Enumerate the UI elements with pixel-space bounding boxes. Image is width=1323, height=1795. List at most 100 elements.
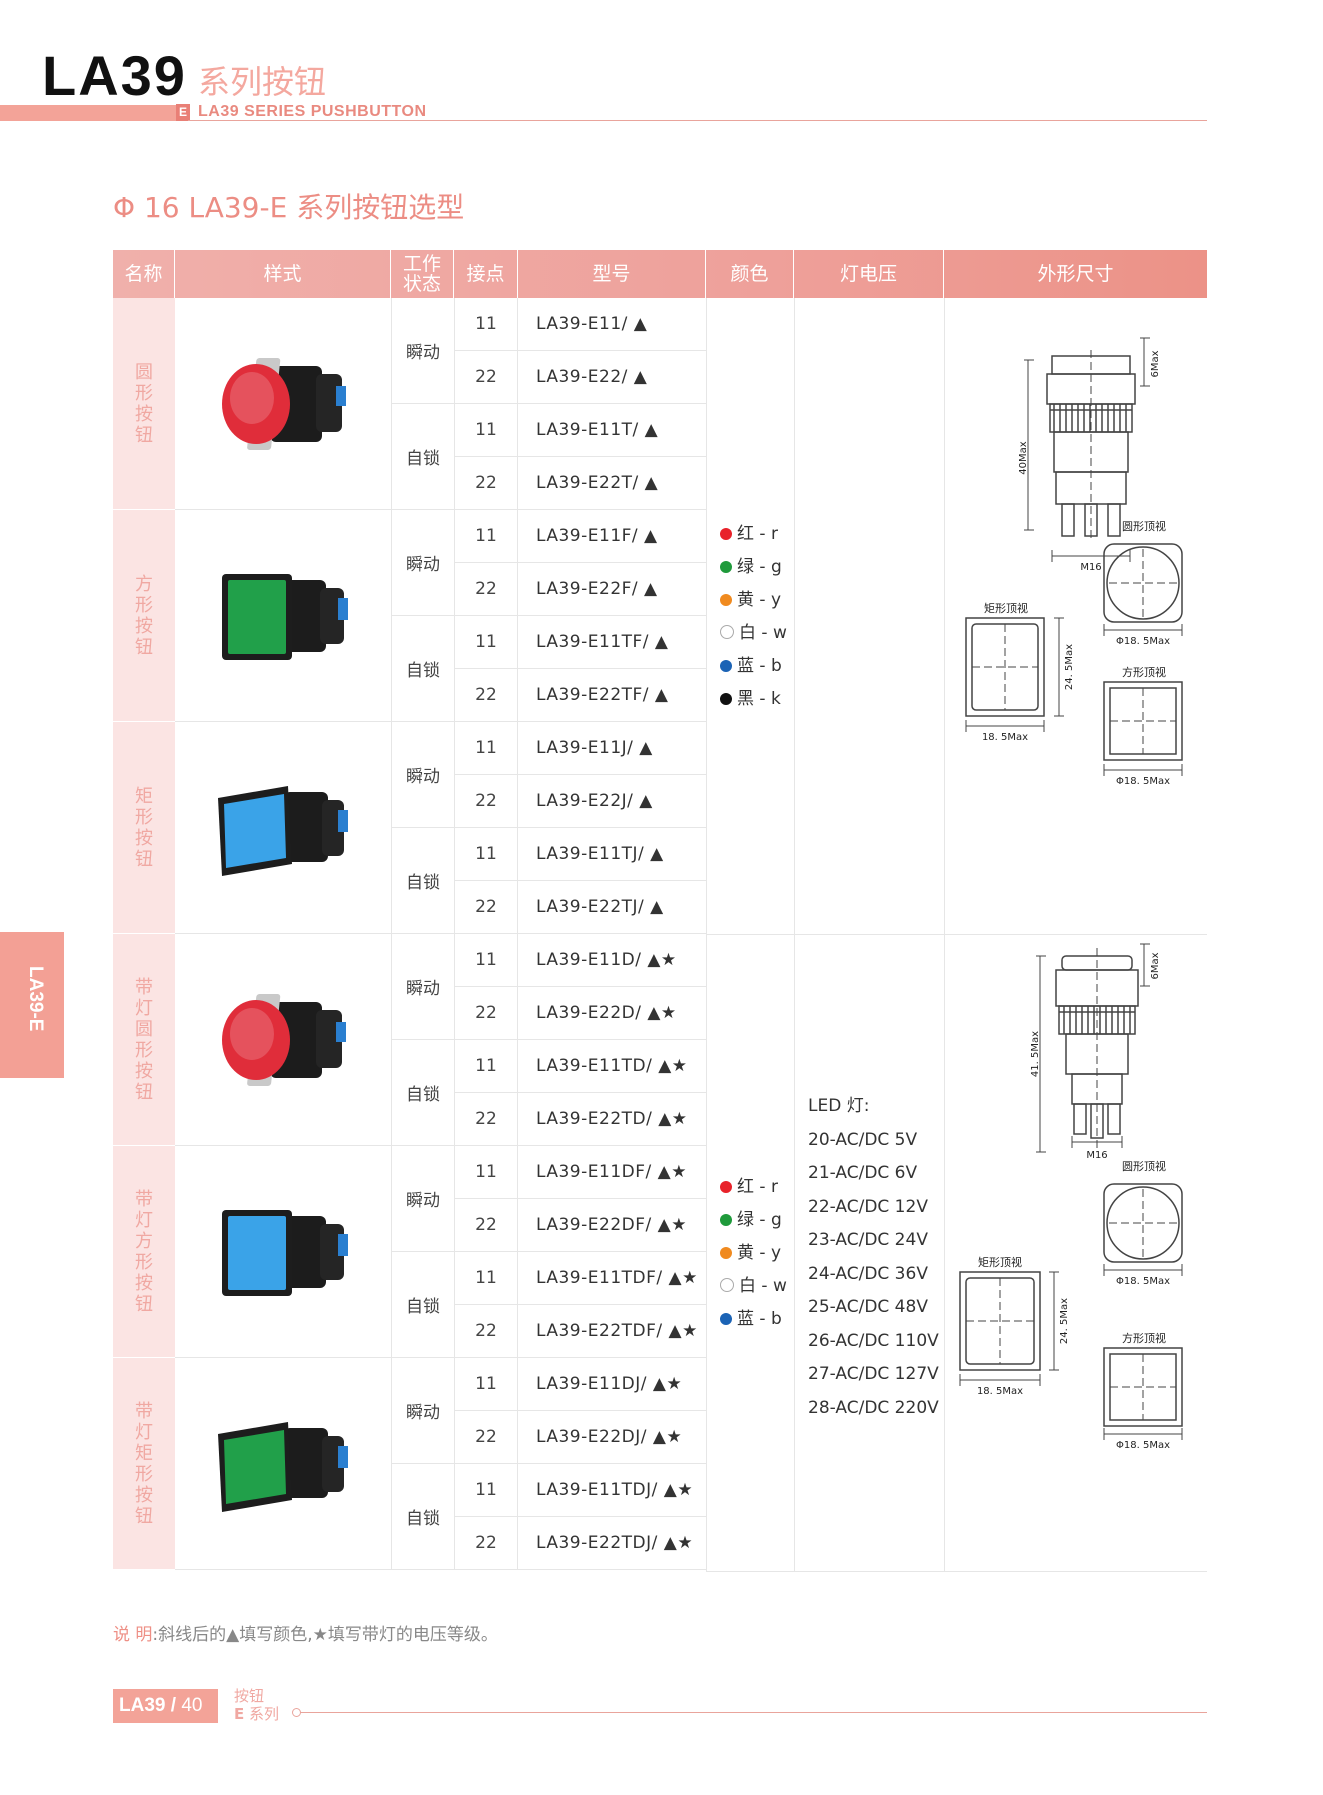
table-header: 名称 样式 工作 状态 接点 型号 颜色 灯电压 外形尺寸 [113,250,1207,298]
th-model: 型号 [518,250,706,298]
dim-rect-h: 24. 5Max [1064,644,1075,690]
voltage-option: 28-AC/DC 220V [808,1397,939,1418]
th-points: 接点 [454,250,518,298]
dim-thread: M16 [1086,1150,1107,1161]
contact-points: 22 [454,1517,518,1569]
contact-points: 11 [454,934,518,986]
footer-page-number: 40 [181,1695,203,1716]
table-row: 11 LA39-E11TDJ/ ▲★ [454,1464,706,1517]
color-dot-icon [720,1181,732,1193]
work-state: 自锁 [391,1252,454,1358]
dim-rect-h: 24. 5Max [1059,1298,1070,1344]
work-state: 瞬动 [391,1358,454,1464]
voltage-option: 22-AC/DC 12V [808,1196,928,1217]
footer-line [300,1712,1207,1713]
brand-subtitle-cn: 系列按钮 [198,63,327,101]
row-divider [706,934,1207,935]
work-state: 自锁 [391,828,454,934]
color-dot-icon [720,660,732,672]
dimension-drawing-lamp: 41. 5Max 6Max M16 圆形顶视 Φ18. 5Max 矩形顶视 24… [959,943,1183,1451]
group-name: 带灯矩形按钮 [113,1358,175,1570]
model-number: LA39-E22TDF/ ▲★ [536,1321,698,1341]
model-number: LA39-E22DJ/ ▲★ [536,1427,683,1447]
voltage-option: 25-AC/DC 48V [808,1297,928,1317]
model-number: LA39-E11D/ ▲★ [536,950,677,970]
contact-points: 11 [454,828,518,880]
table-row: 11 LA39-E11D/ ▲★ [454,934,706,987]
voltage-option: 26-AC/DC 110V [808,1330,939,1351]
model-number: LA39-E22/ ▲ [536,367,648,387]
contact-points: 22 [454,987,518,1039]
table-row: 11 LA39-E11TJ/ ▲ [454,828,706,881]
footer-category-badge: E [234,1705,245,1723]
work-state: 瞬动 [391,298,454,404]
color-option: 蓝 - b [720,1303,787,1336]
color-option: 白 - w [720,617,787,650]
color-dot-icon [720,1313,732,1325]
footer-category-2: 系列 [249,1705,280,1723]
dim-square: Φ18. 5Max [1116,1440,1170,1451]
color-dot-icon [720,1214,732,1226]
side-tab: LA39-E [0,932,64,1078]
dim-square: Φ18. 5Max [1116,776,1170,787]
label-square-top: 方形顶视 [1122,1331,1166,1345]
voltage-option: 23-AC/DC 24V [808,1230,928,1250]
dimension-drawing-standard: 40Max 6Max M16 圆形顶视 Φ18. 5Max 矩形顶视 24. 5… [965,337,1183,787]
color-option: 绿 - g [720,551,787,584]
contact-points: 11 [454,1252,518,1304]
model-number: LA39-E22TF/ ▲ [536,685,669,705]
col-divider [944,298,945,1572]
voltage-option: 20-AC/DC 5V [808,1129,918,1150]
model-number: LA39-E11DF/ ▲★ [536,1162,687,1182]
contact-points: 22 [454,1305,518,1357]
color-dot-icon [720,594,732,606]
model-number: LA39-E11/ ▲ [536,314,648,334]
contact-points: 11 [454,298,518,350]
table-row: 22 LA39-E22TF/ ▲ [454,669,706,722]
work-state: 瞬动 [391,934,454,1040]
work-state: 瞬动 [391,722,454,828]
contact-points: 11 [454,1040,518,1092]
th-name: 名称 [113,250,175,298]
footer-category: 按钮 E 系列 [234,1687,279,1723]
model-number: LA39-E22T/ ▲ [536,473,659,493]
contact-points: 22 [454,669,518,721]
contact-points: 11 [454,722,518,774]
label-round-top: 圆形顶视 [1122,519,1166,533]
model-number: LA39-E22TJ/ ▲ [536,897,664,917]
color-dot-icon [720,561,732,573]
footer-category-1: 按钮 [234,1687,265,1705]
section-title: Φ 16 LA39-E 系列按钮选型 [113,191,465,224]
model-number: LA39-E22J/ ▲ [536,791,653,811]
model-number: LA39-E11TDJ/ ▲★ [536,1480,694,1500]
note-text: :斜线后的▲填写颜色,★填写带灯的电压等级。 [152,1625,498,1645]
product-image [175,298,391,510]
contact-points: 11 [454,1464,518,1516]
voltage-option: 21-AC/DC 6V [808,1163,918,1183]
product-image [175,510,391,722]
footer-page-badge: LA39 / 40 [113,1689,218,1723]
model-number: LA39-E11TJ/ ▲ [536,844,664,864]
work-state: 瞬动 [391,510,454,616]
dim-rect-w: 18. 5Max [982,732,1028,743]
group-name: 方形按钮 [113,510,175,722]
product-image [175,1146,391,1358]
footer-brand: LA39 / [119,1695,177,1716]
product-image [175,934,391,1146]
color-option: 蓝 - b [720,650,787,683]
color-option: 白 - w [720,1270,787,1303]
th-color: 颜色 [706,250,794,298]
voltage-option: 24-AC/DC 36V [808,1263,928,1284]
model-number: LA39-E11TF/ ▲ [536,632,669,652]
th-state: 工作 状态 [391,250,454,298]
